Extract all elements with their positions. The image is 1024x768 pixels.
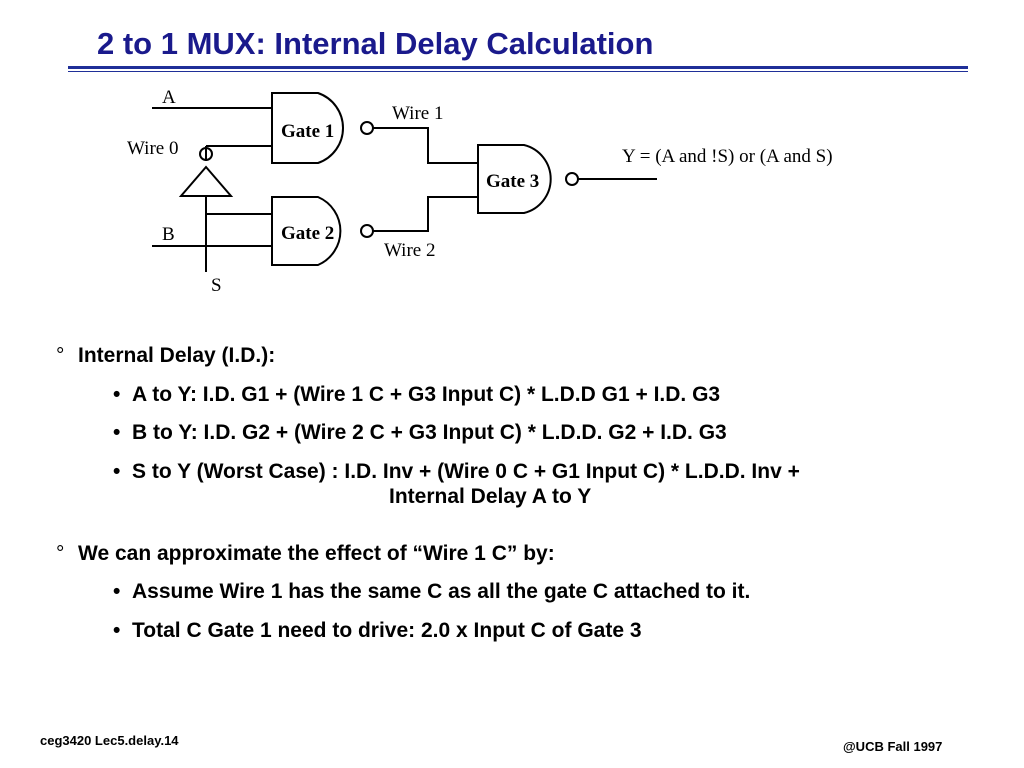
bullet-internal-delay: ° Internal Delay (I.D.): <box>56 344 275 368</box>
wire-2 <box>373 196 478 232</box>
sub-bullet-marker: • <box>113 383 121 406</box>
bullet-text: Internal Delay (I.D.): <box>78 344 276 367</box>
gate2-bubble <box>360 224 374 238</box>
label-gate2: Gate 2 <box>281 223 334 244</box>
sub-bullet-text: Total C Gate 1 need to drive: 2.0 x Inpu… <box>132 619 642 642</box>
sub-bullet-text: S to Y (Worst Case) : I.D. Inv + (Wire 0… <box>132 460 800 483</box>
sub-bullet-text: A to Y: I.D. G1 + (Wire 1 C + G3 Input C… <box>132 383 721 406</box>
mux-circuit-diagram: A Wire 0 B S Gate 1 Gate 2 Gate 3 Wire 1… <box>127 87 833 296</box>
bullet-marker: ° <box>56 542 65 565</box>
slide-title: 2 to 1 MUX: Internal Delay Calculation <box>97 26 654 61</box>
sub-bullet-marker: • <box>113 619 121 642</box>
gate1-body <box>271 92 344 164</box>
label-a: A <box>162 87 176 108</box>
sub-bullet-assume-wire1: • Assume Wire 1 has the same C as all the… <box>113 580 750 604</box>
title-rule-thick <box>68 66 968 69</box>
sub-bullet-marker: • <box>113 421 121 444</box>
wire-1 <box>373 127 478 164</box>
label-wire1: Wire 1 <box>392 103 443 124</box>
label-gate1: Gate 1 <box>281 121 334 142</box>
inverter-bubble <box>199 147 213 161</box>
sub-bullet-s-to-y-continuation: Internal Delay A to Y <box>389 485 592 508</box>
sub-bullet-marker: • <box>113 580 121 603</box>
gate3-body <box>477 144 552 214</box>
footer-slide-id: ceg3420 Lec5.delay.14 <box>40 733 179 748</box>
sub-bullet-text: B to Y: I.D. G2 + (Wire 2 C + G3 Input C… <box>132 421 727 444</box>
sub-bullet-marker: • <box>113 460 121 483</box>
gate3-bubble <box>565 172 579 186</box>
sub-bullet-s-to-y: • S to Y (Worst Case) : I.D. Inv + (Wire … <box>113 460 800 484</box>
bullet-marker: ° <box>56 344 65 367</box>
title-rule-thin <box>68 71 968 72</box>
label-wire0: Wire 0 <box>127 138 178 159</box>
bullet-approximate-wire1: ° We can approximate the effect of “Wire … <box>56 542 555 566</box>
sub-bullet-total-c: • Total C Gate 1 need to drive: 2.0 x Inp… <box>113 619 642 643</box>
sub-bullet-a-to-y: • A to Y: I.D. G1 + (Wire 1 C + G3 Input … <box>113 383 720 407</box>
gate2-body <box>271 196 342 266</box>
label-wire2: Wire 2 <box>384 240 435 261</box>
footer-copyright: @UCB Fall 1997 <box>843 739 943 754</box>
label-s: S <box>211 275 222 296</box>
label-gate3: Gate 3 <box>486 171 539 192</box>
inverter-body <box>178 165 234 197</box>
gate1-bubble <box>360 121 374 135</box>
sub-bullet-text: Assume Wire 1 has the same C as all the … <box>132 580 751 603</box>
bullet-text: We can approximate the effect of “Wire 1… <box>78 542 555 565</box>
sub-bullet-b-to-y: • B to Y: I.D. G2 + (Wire 2 C + G3 Input … <box>113 421 727 445</box>
label-output-expression: Y = (A and !S) or (A and S) <box>622 146 833 167</box>
label-b: B <box>162 224 175 245</box>
